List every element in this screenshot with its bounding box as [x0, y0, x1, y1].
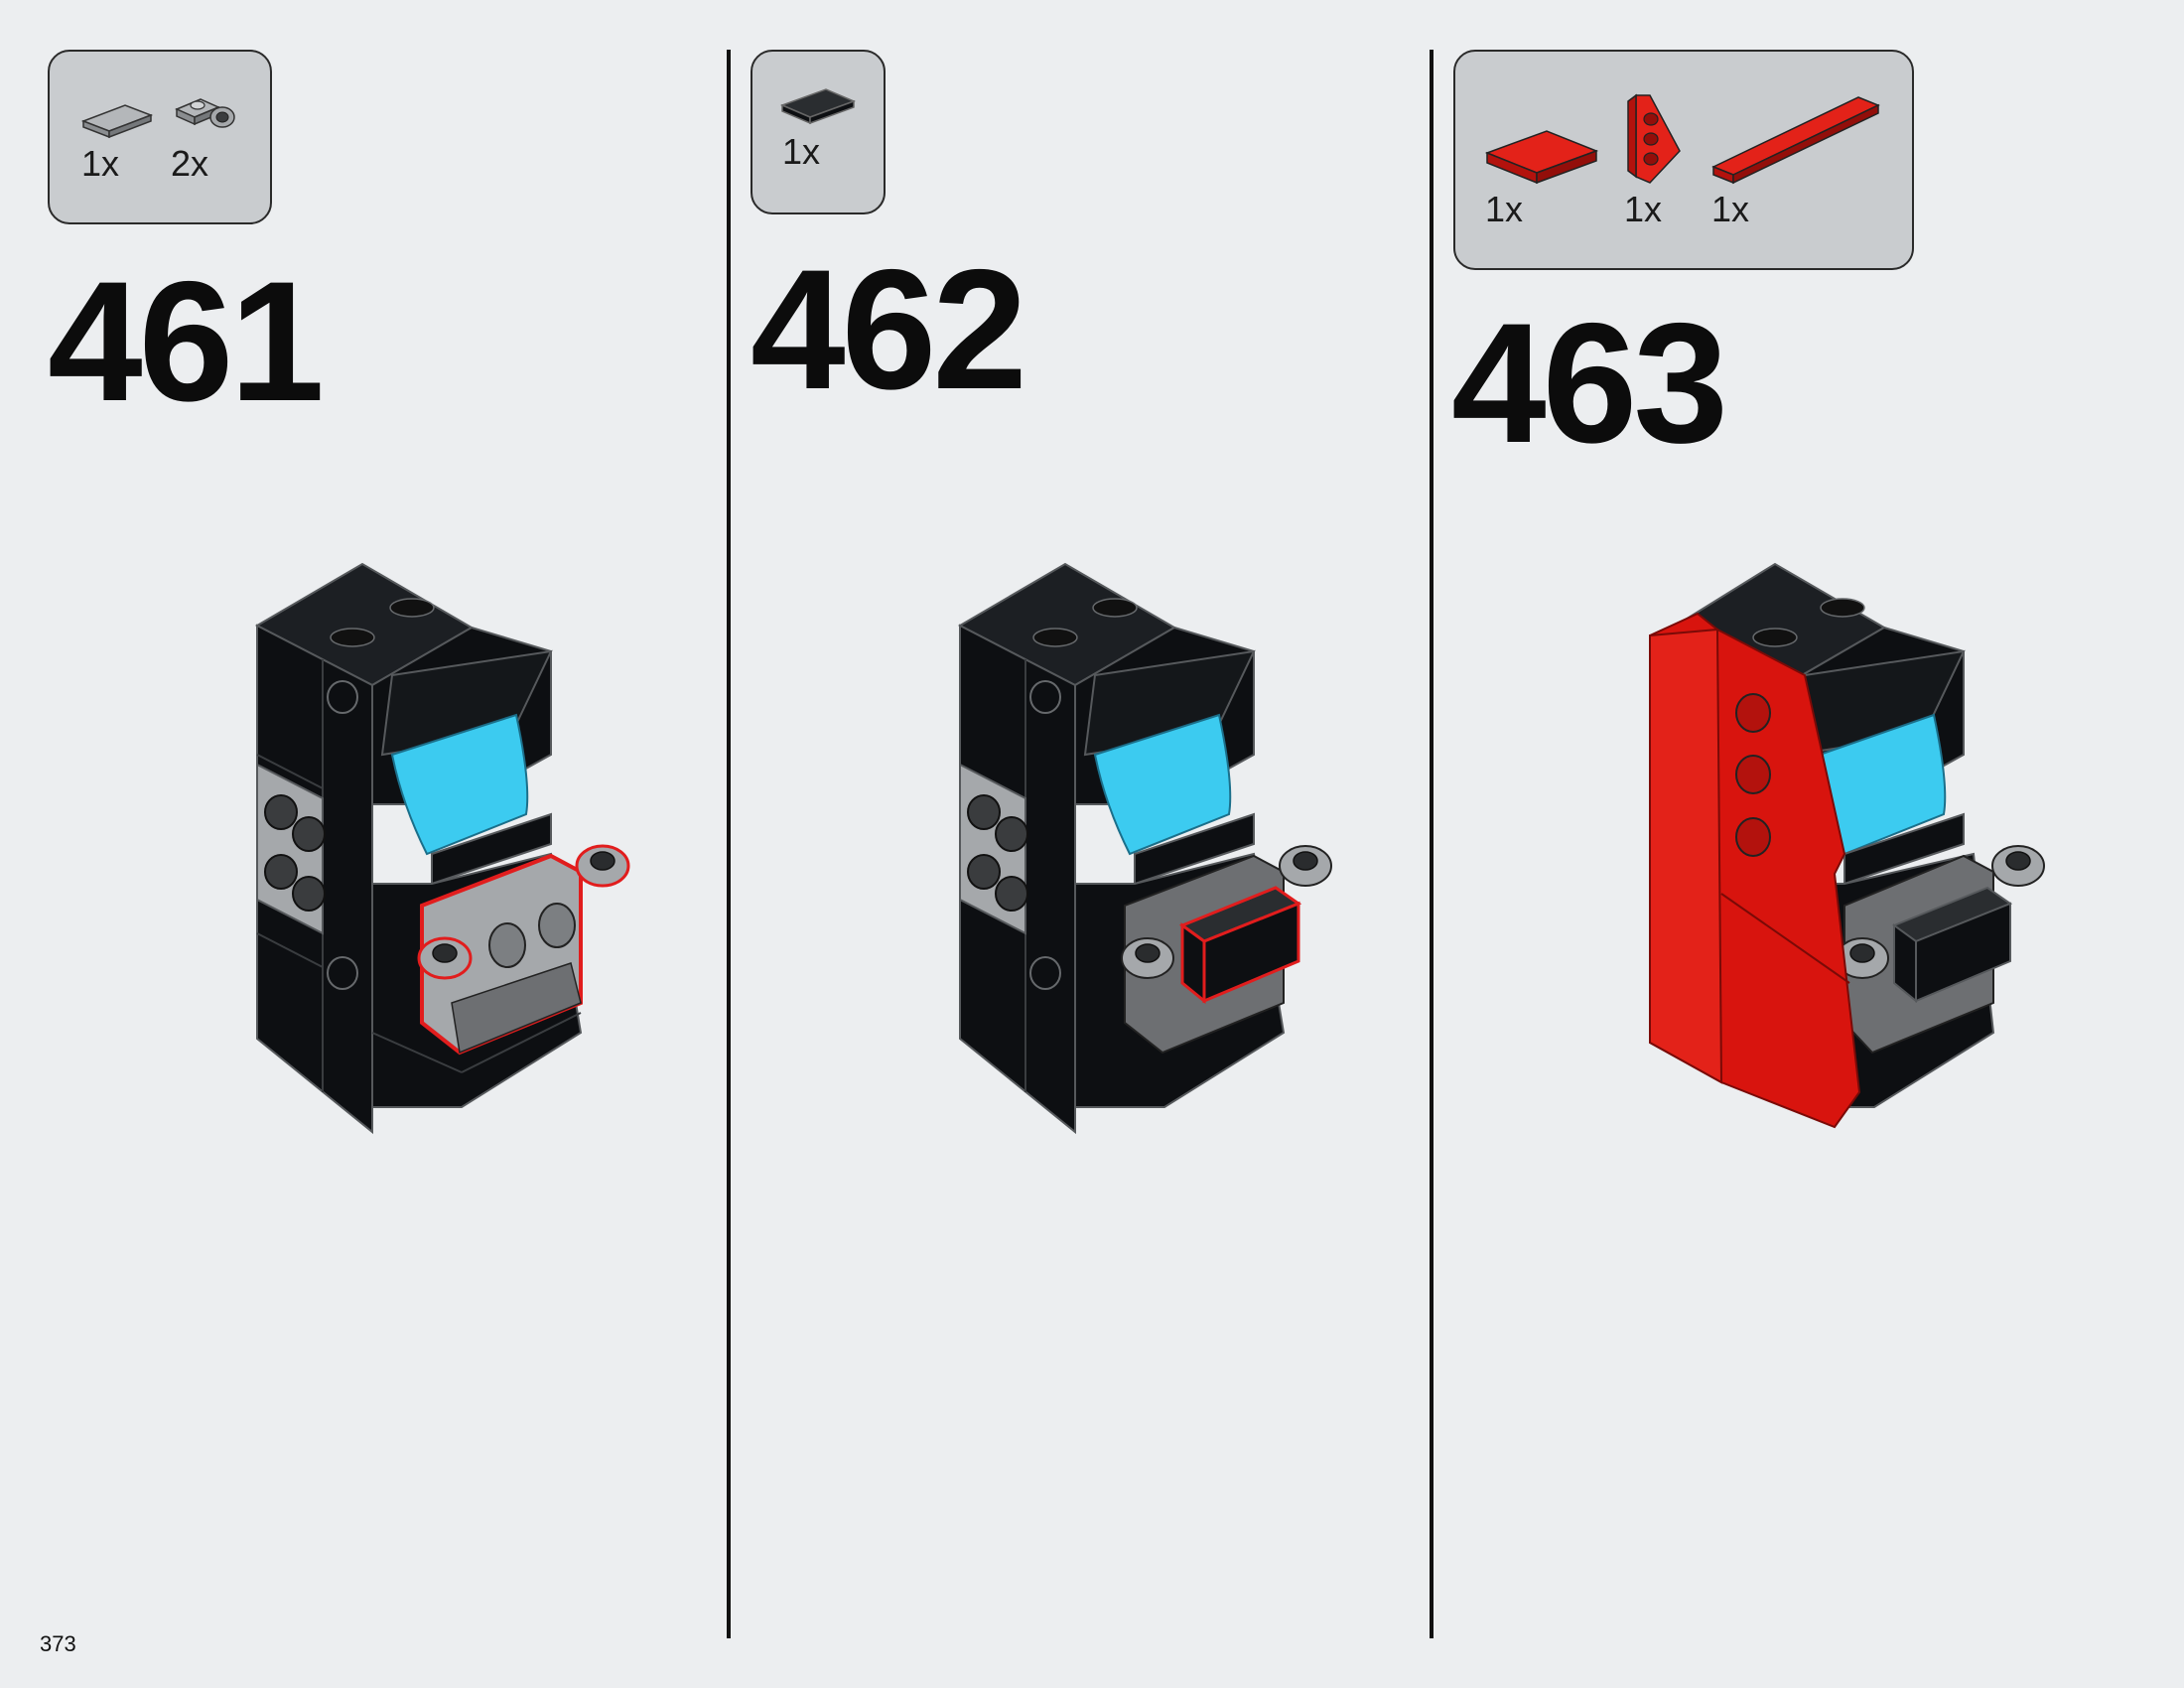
parts-callout: 1x [751, 50, 886, 214]
gray-clip-plate-icon [175, 98, 235, 128]
arcade-cabinet-model [957, 562, 1332, 1135]
red-wedge-plate-icon [1627, 93, 1681, 184]
part-quantity: 1x [1485, 189, 1524, 229]
step-number: 463 [1451, 288, 1728, 479]
panel-divider-right [1430, 50, 1433, 1638]
panel-divider-left [727, 50, 731, 1638]
step-number: 462 [751, 234, 1027, 425]
red-long-tile-icon [1711, 96, 1880, 185]
part-quantity: 2x [171, 143, 209, 184]
arcade-cabinet-model [254, 562, 630, 1135]
parts-callout: 1x 1x 1x [1453, 50, 1914, 270]
step-number: 461 [48, 246, 325, 437]
red-plate-icon [1484, 130, 1599, 185]
black-tile-icon [779, 88, 857, 125]
arcade-cabinet-model [1649, 562, 2045, 1129]
gray-tile-icon [80, 104, 154, 139]
page-number: 373 [40, 1631, 76, 1656]
part-quantity: 1x [81, 143, 120, 184]
part-quantity: 1x [1624, 189, 1663, 229]
part-quantity: 1x [782, 131, 821, 172]
part-quantity: 1x [1711, 189, 1750, 229]
parts-callout: 1x 2x [48, 50, 272, 224]
